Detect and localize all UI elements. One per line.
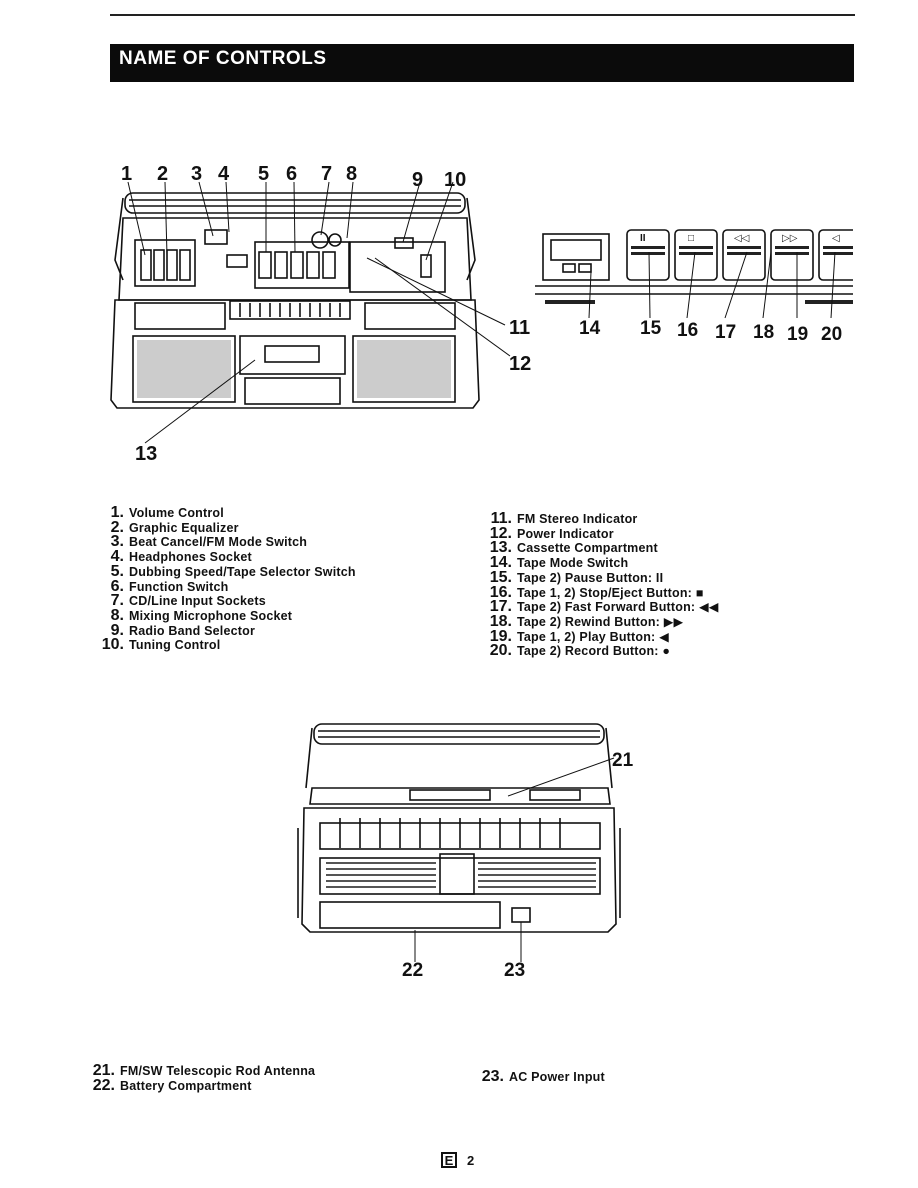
callout-21: 21 — [612, 750, 634, 771]
ff-symbol: ◁◁ — [734, 233, 750, 244]
tape-buttons-diagram: II □ ◁◁ ▷▷ ◁ 14 15 16 17 18 19 20 — [535, 229, 853, 345]
list-item: 13.Cassette Compartment — [489, 539, 658, 557]
list-item: 11.FM Stereo Indicator — [490, 510, 638, 527]
language-badge: E — [441, 1152, 457, 1168]
top-rule — [110, 14, 855, 16]
front-view-diagram: 1 2 3 4 5 6 7 8 9 10 11 12 13 — [110, 163, 531, 465]
list-item: 3.Beat Cancel/FM Mode Switch — [110, 533, 308, 551]
list-item: 21.FM/SW Telescopic Rod Antenna — [92, 1062, 316, 1079]
stop-symbol: □ — [688, 233, 694, 244]
list-item: 16.Tape 1, 2) Stop/Eject Button: ■ — [489, 583, 704, 601]
list-item: 8.Mixing Microphone Socket — [110, 606, 293, 624]
page-number: 2 — [467, 1152, 475, 1168]
rear-view-diagram: 21 22 23 — [297, 723, 634, 980]
controls-list-bottom-left: 21.FM/SW Telescopic Rod Antenna 22.Batte… — [89, 1062, 316, 1094]
callout-18: 18 — [753, 322, 774, 343]
callout-3: 3 — [191, 163, 202, 185]
controls-list-bottom-right: 23.AC Power Input — [478, 1068, 605, 1085]
callout-23: 23 — [504, 960, 525, 980]
list-item: 10.Tuning Control — [101, 636, 221, 654]
callout-16: 16 — [677, 320, 698, 341]
callout-15: 15 — [640, 318, 662, 339]
list-item: 5.Dubbing Speed/Tape Selector Switch — [110, 562, 356, 580]
list-item: 12.Power Indicator — [489, 524, 614, 542]
callout-22: 22 — [402, 960, 423, 980]
callout-8: 8 — [346, 163, 357, 185]
controls-list-right: 11.FM Stereo Indicator 12.Power Indicato… — [480, 510, 719, 660]
section-title: NAME OF CONTROLS — [119, 48, 327, 69]
callout-1: 1 — [121, 163, 132, 185]
list-item: 4.Headphones Socket — [110, 548, 252, 566]
list-item: 14.Tape Mode Switch — [489, 554, 629, 572]
pause-symbol: II — [640, 233, 646, 244]
callout-10: 10 — [444, 169, 466, 191]
list-item: 17.Tape 2) Fast Forward Button: ◀◀ — [489, 598, 719, 616]
list-item: 9.Radio Band Selector — [110, 621, 256, 639]
callout-20: 20 — [821, 324, 842, 345]
list-item: 6.Function Switch — [110, 577, 229, 595]
callout-13: 13 — [135, 443, 157, 465]
section-header: NAME OF CONTROLS — [110, 44, 854, 82]
list-item: 7.CD/Line Input Sockets — [110, 592, 266, 610]
callout-11: 11 — [509, 317, 530, 339]
callout-17: 17 — [715, 322, 736, 343]
list-item: 2.Graphic Equalizer — [110, 518, 239, 536]
callout-9: 9 — [412, 169, 423, 191]
callout-4: 4 — [218, 163, 230, 185]
callout-2: 2 — [157, 163, 168, 185]
callout-5: 5 — [258, 163, 269, 185]
list-item: 19.Tape 1, 2) Play Button: ◀ — [489, 627, 669, 645]
list-item: 22.Battery Compartment — [92, 1076, 252, 1094]
list-item: 1.Volume Control — [110, 504, 224, 521]
controls-list-left: 1.Volume Control 2.Graphic Equalizer 3.B… — [96, 504, 356, 654]
callout-6: 6 — [286, 163, 297, 185]
list-item: 18.Tape 2) Rewind Button: ▶▶ — [489, 612, 684, 630]
play-symbol: ◁ — [832, 233, 840, 244]
list-item: 23.AC Power Input — [481, 1068, 605, 1085]
list-item: 15.Tape 2) Pause Button: II — [489, 568, 664, 586]
page-footer: E 2 — [441, 1152, 474, 1168]
callout-14: 14 — [579, 318, 601, 339]
callout-12: 12 — [509, 353, 531, 375]
rew-symbol: ▷▷ — [782, 233, 798, 244]
list-item: 20.Tape 2) Record Button: ● — [489, 642, 671, 660]
callout-7: 7 — [321, 163, 332, 185]
callout-19: 19 — [787, 324, 808, 345]
